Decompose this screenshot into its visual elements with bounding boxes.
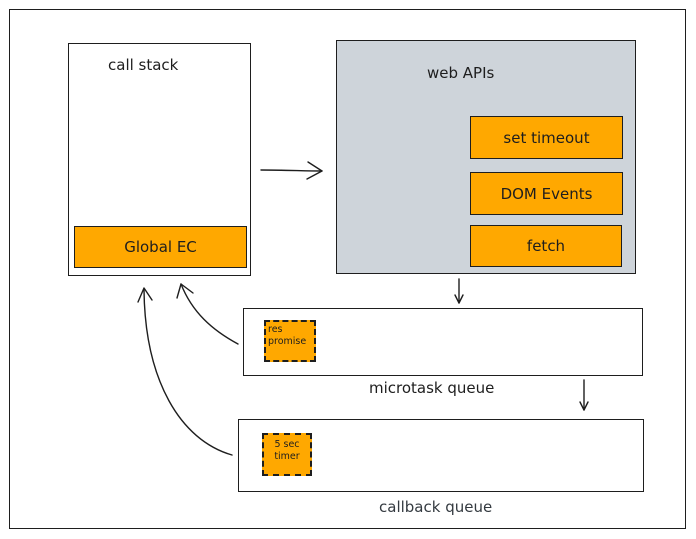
arrow-microtask-to-callback [579,379,589,411]
arrow-callstack-to-webapis [260,161,323,180]
arrow-callback-to-callstack [137,287,233,456]
web-api-set-timeout: set timeout [470,116,623,159]
call-stack-title: call stack [108,56,179,74]
global-ec-block: Global EC [74,226,247,268]
web-api-fetch: fetch [470,225,622,267]
arrow-microtask-to-callstack [176,283,239,345]
five-sec-timer-item: 5 sec timer [262,433,312,476]
res-promise-item: res promise [264,320,316,362]
web-api-dom-events: DOM Events [470,172,623,215]
web-apis-title: web APIs [427,64,495,82]
timer-line2: timer [274,451,300,462]
callback-queue-box [238,419,644,492]
res-promise-line2: promise [268,336,307,347]
callback-queue-label: callback queue [379,498,493,516]
arrow-webapis-to-microtask [454,278,464,304]
timer-line1: 5 sec [274,439,300,450]
res-promise-line1: res [268,324,283,335]
diagram-frame [9,9,686,529]
microtask-queue-label: microtask queue [369,379,495,397]
